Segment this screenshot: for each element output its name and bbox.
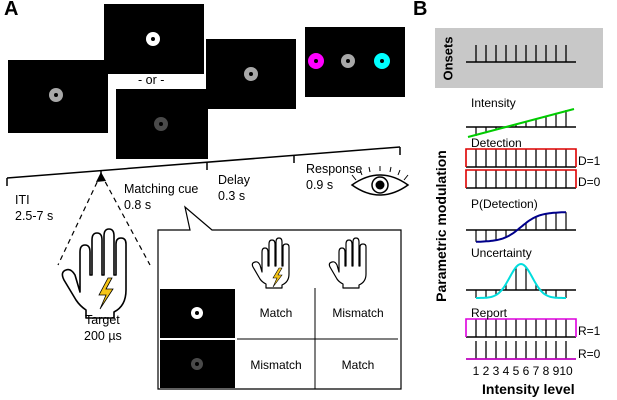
timeline-label-response: Response [306, 162, 363, 176]
x-tick-label-8: 8 [542, 364, 550, 378]
timeline-label-iti: ITI [15, 193, 30, 207]
x-tick-label-7: 7 [532, 364, 540, 378]
timeline-label-matching-cue: Matching cue [124, 182, 199, 196]
intensity-line [467, 108, 575, 138]
detection-level-0: D=0 [578, 175, 601, 189]
uncertainty-curve [476, 262, 566, 299]
table-cell-r2c2: Match [341, 358, 375, 372]
response-screen [305, 27, 405, 97]
x-tick-label-6: 6 [522, 364, 530, 378]
table-cell-r1c2: Mismatch [332, 306, 384, 320]
report-r1-outline [465, 318, 577, 337]
hand-no-target-icon [328, 237, 367, 289]
target-dashed-left [57, 173, 102, 266]
mod-label-p-detection: P(Detection) [471, 197, 538, 211]
timeline-duration-matching-cue: 0.8 s [124, 198, 152, 212]
mod-label-detection: Detection [471, 136, 522, 150]
detection-d1-outline [465, 148, 577, 167]
target-hand-icon [61, 228, 127, 319]
x-axis-label: Intensity level [482, 381, 575, 397]
timeline-duration-response: 0.9 s [306, 178, 334, 192]
detection-d0-outline [465, 169, 577, 188]
timeline-label-delay: Delay [218, 173, 250, 187]
x-tick-label-10: 10 [559, 364, 573, 378]
x-tick-label-3: 3 [492, 364, 500, 378]
panel-a-letter: A [4, 0, 19, 20]
report-level-0: R=0 [578, 347, 601, 361]
table-cell-r2c1: Mismatch [250, 358, 302, 372]
target-duration: 200 µs [84, 329, 122, 343]
weak-cue-screen [116, 89, 208, 159]
strong-cue-screen [104, 4, 204, 74]
mod-label-uncertainty: Uncertainty [471, 246, 532, 260]
x-tick-label-4: 4 [502, 364, 510, 378]
p-detection-curve [476, 211, 566, 243]
x-tick-label-5: 5 [512, 364, 520, 378]
eye-icon [350, 166, 410, 196]
onsets-box [435, 28, 603, 88]
x-tick-label-1: 1 [472, 364, 480, 378]
delay-screen [206, 39, 296, 109]
detection-level-1: D=1 [578, 154, 601, 168]
mod-label-report: Report [471, 306, 508, 320]
timeline-line [6, 146, 401, 179]
table-weak-cue-screen [160, 340, 235, 388]
small-lightning-icon [272, 267, 283, 288]
table-strong-cue-screen [160, 289, 235, 338]
target-label: Target [85, 313, 120, 327]
report-level-1: R=1 [578, 324, 601, 338]
timeline-duration-iti: 2.5-7 s [15, 209, 54, 223]
or-label: - or - [138, 73, 165, 87]
table-cell-r1c1: Match [259, 306, 293, 320]
timeline-duration-delay: 0.3 s [218, 189, 246, 203]
mod-label-intensity: Intensity [471, 96, 516, 110]
matching-cue-callout [157, 205, 402, 390]
lightning-icon [98, 277, 114, 310]
iti-screen [8, 60, 108, 133]
x-tick-label-2: 2 [482, 364, 490, 378]
panel-b-letter: B [413, 0, 428, 20]
x-tick-label-9: 9 [552, 364, 560, 378]
